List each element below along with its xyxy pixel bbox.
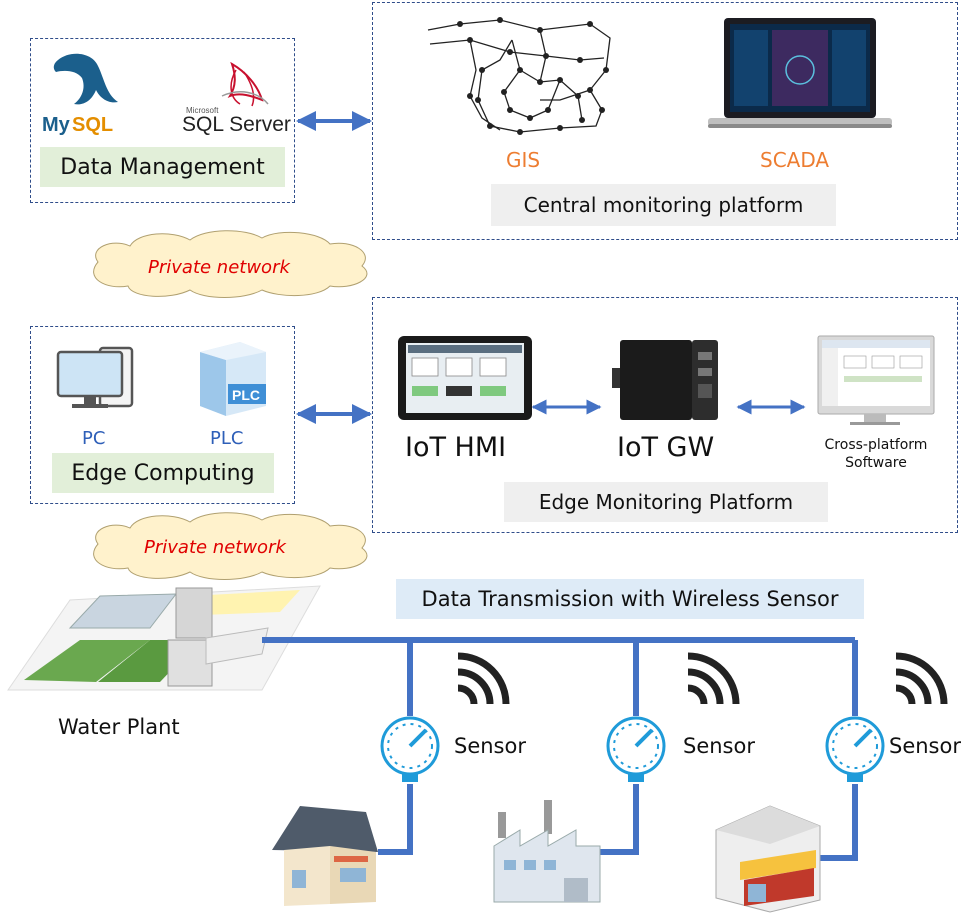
software-label-line1: Cross-platform [824, 437, 928, 453]
water-plant-illustration [7, 585, 321, 691]
central-monitoring-panel [372, 2, 958, 240]
software-label: Cross-platform Software [812, 436, 940, 472]
svg-text:SQL: SQL [72, 114, 113, 136]
wireless-icon-1 [457, 652, 510, 705]
mysql-logo: My SQL [42, 53, 119, 136]
iot-gateway-device [612, 340, 718, 420]
shop-illustration [715, 805, 821, 913]
data-management-panel [30, 38, 295, 203]
wireless-icon-3 [895, 652, 948, 705]
pc-icon [56, 346, 134, 408]
edge-monitoring-label: Edge Monitoring Platform [504, 482, 828, 522]
data-transmission-label: Data Transmission with Wireless Sensor [396, 579, 864, 619]
private-network-label-1: Private network [148, 257, 290, 278]
scada-label: SCADA [760, 148, 830, 172]
sql-server-logo [221, 61, 269, 107]
sensor-label-1: Sensor [454, 734, 526, 758]
cloud-private-network-2 [93, 512, 368, 580]
sensor-label-3: Sensor [889, 734, 961, 758]
edge-monitoring-panel [372, 297, 958, 533]
wireless-icon-2 [687, 652, 740, 705]
private-network-label-2: Private network [144, 537, 286, 558]
sensor-label-2: Sensor [683, 734, 755, 758]
plc-badge-text: PLC [232, 387, 260, 403]
edge-computing-panel [30, 326, 295, 504]
edge-computing-label: Edge Computing [52, 453, 274, 493]
water-plant-label: Water Plant [58, 715, 180, 739]
gis-nodes [457, 17, 609, 135]
pipe-network [262, 637, 858, 861]
iot-hmi-device [398, 336, 532, 420]
software-monitor-icon [817, 335, 935, 425]
software-label-line2: Software [845, 455, 907, 471]
iot-hmi-label: IoT HMI [405, 432, 507, 463]
plc-label: PLC [210, 428, 244, 449]
sql-server-wordmark: SQL Server [182, 113, 291, 136]
data-management-label: Data Management [40, 147, 285, 187]
gis-label: GIS [506, 148, 541, 172]
microsoft-wordmark: Microsoft [186, 106, 219, 115]
plc-icon: PLC [200, 342, 266, 416]
pc-label: PC [82, 428, 106, 449]
svg-text:My: My [42, 114, 71, 136]
house-illustration [272, 806, 378, 906]
factory-illustration [493, 800, 601, 903]
cloud-private-network-1 [93, 230, 368, 298]
sensor-gauge-1 [380, 716, 440, 782]
central-monitoring-label: Central monitoring platform [491, 184, 836, 226]
scada-laptop-icon [708, 18, 892, 128]
sensor-gauge-3 [825, 716, 885, 782]
sensor-gauge-2 [606, 716, 666, 782]
iot-gw-label: IoT GW [617, 432, 715, 463]
